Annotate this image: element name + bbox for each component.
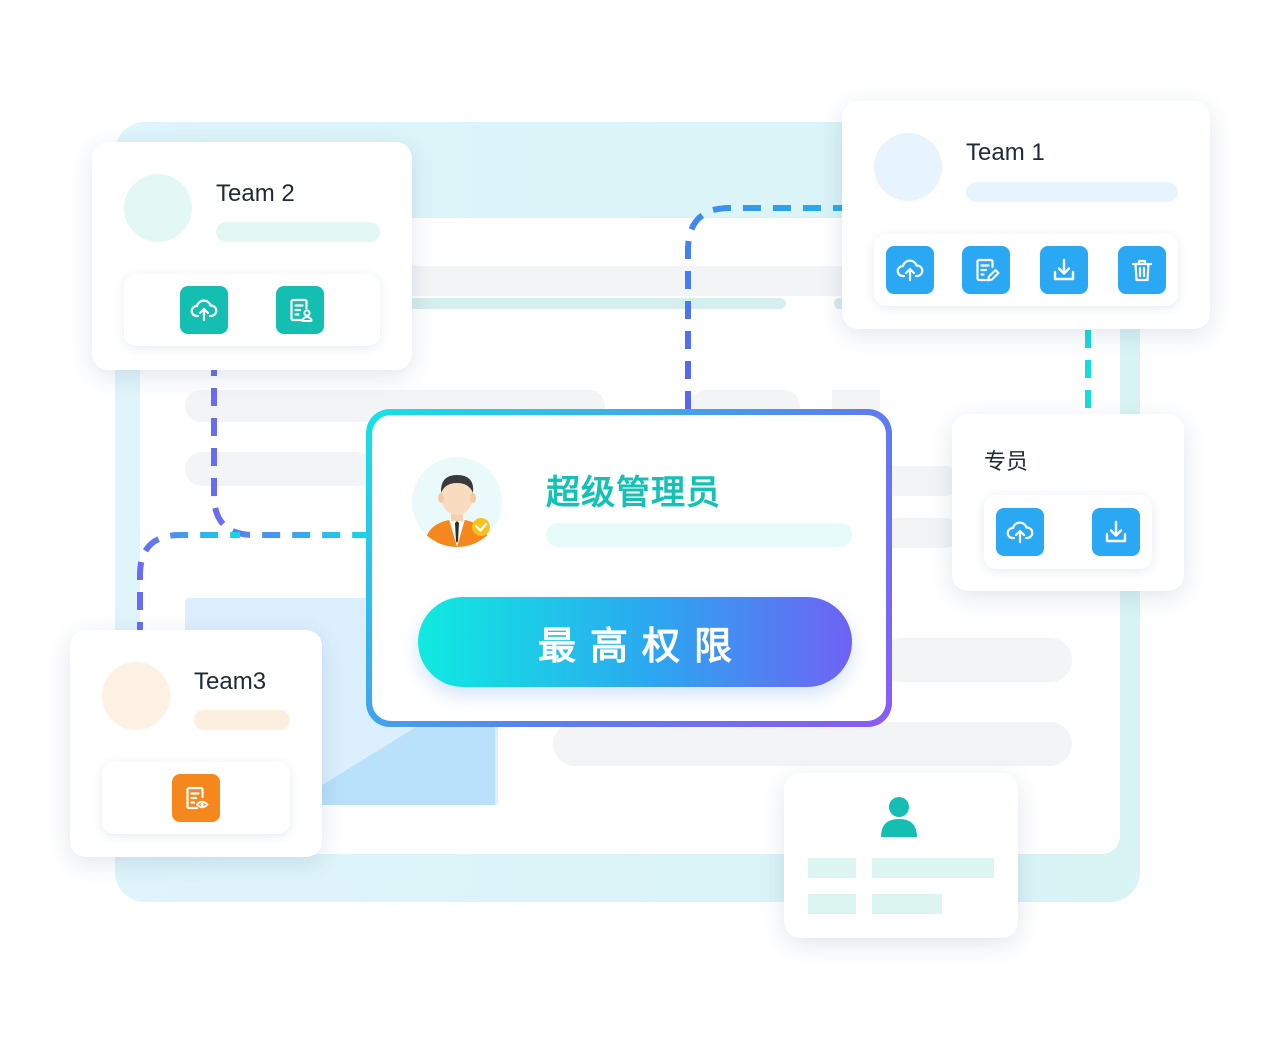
connector-team3-admin xyxy=(137,532,240,640)
specialist-upload-button[interactable] xyxy=(996,508,1044,556)
background-line xyxy=(400,298,786,309)
admin-avatar xyxy=(412,457,502,547)
team3-toolbar xyxy=(102,762,290,834)
download-icon xyxy=(1053,258,1075,281)
profile-placeholder-bar xyxy=(808,858,856,878)
edit-document-icon xyxy=(976,258,1000,282)
team2-card: Team 2 xyxy=(92,142,412,370)
team1-placeholder-bar xyxy=(966,182,1178,202)
team2-title: Team 2 xyxy=(216,180,295,207)
profile-placeholder-bar xyxy=(872,894,942,914)
document-view-icon xyxy=(186,786,209,810)
specialist-toolbar xyxy=(984,495,1152,569)
team3-placeholder-bar xyxy=(194,710,290,730)
trash-icon xyxy=(1131,259,1153,282)
download-icon xyxy=(1105,520,1127,543)
team2-toolbar xyxy=(124,274,380,346)
profile-card xyxy=(784,773,1018,938)
team1-avatar xyxy=(874,133,942,201)
team2-upload-button[interactable] xyxy=(180,286,228,334)
background-bar xyxy=(880,638,1072,682)
profile-placeholder-bar xyxy=(872,858,994,878)
cloud-upload-icon xyxy=(1006,521,1034,544)
admin-title: 超级管理员 xyxy=(546,474,721,512)
team3-card: Team3 xyxy=(70,630,322,857)
profile-placeholder-bar xyxy=(808,894,856,914)
specialist-title: 专员 xyxy=(984,449,1029,474)
team1-delete-button[interactable] xyxy=(1118,246,1166,294)
team2-avatar xyxy=(124,174,192,242)
cloud-upload-icon xyxy=(190,299,218,322)
user-icon xyxy=(881,797,917,837)
highest-permission-button[interactable]: 最高权限 xyxy=(418,597,852,687)
team1-download-button[interactable] xyxy=(1040,246,1088,294)
team3-avatar xyxy=(102,662,170,730)
team1-upload-button[interactable] xyxy=(886,246,934,294)
background-bar xyxy=(880,466,960,496)
team1-edit-button[interactable] xyxy=(962,246,1010,294)
highest-permission-label: 最高权限 xyxy=(537,625,746,668)
team2-document-user-button[interactable] xyxy=(276,286,324,334)
team1-toolbar xyxy=(874,234,1178,306)
team2-placeholder-bar xyxy=(216,222,380,242)
connector-team2-admin xyxy=(211,358,366,538)
team3-view-document-button[interactable] xyxy=(172,774,220,822)
specialist-card: 专员 xyxy=(952,414,1184,591)
admin-placeholder-bar xyxy=(546,523,852,547)
specialist-download-button[interactable] xyxy=(1092,508,1140,556)
connector-admin-team1 xyxy=(685,205,843,409)
team3-title: Team3 xyxy=(194,668,267,695)
background-bar xyxy=(553,722,1072,766)
team1-title: Team 1 xyxy=(966,139,1045,166)
cloud-upload-icon xyxy=(896,259,924,282)
background-bar xyxy=(880,518,960,548)
document-user-icon xyxy=(290,298,313,322)
team1-card: Team 1 xyxy=(842,101,1210,329)
admin-avatar-icon xyxy=(424,475,490,547)
admin-card: 超级管理员 最高权限 xyxy=(366,409,892,727)
